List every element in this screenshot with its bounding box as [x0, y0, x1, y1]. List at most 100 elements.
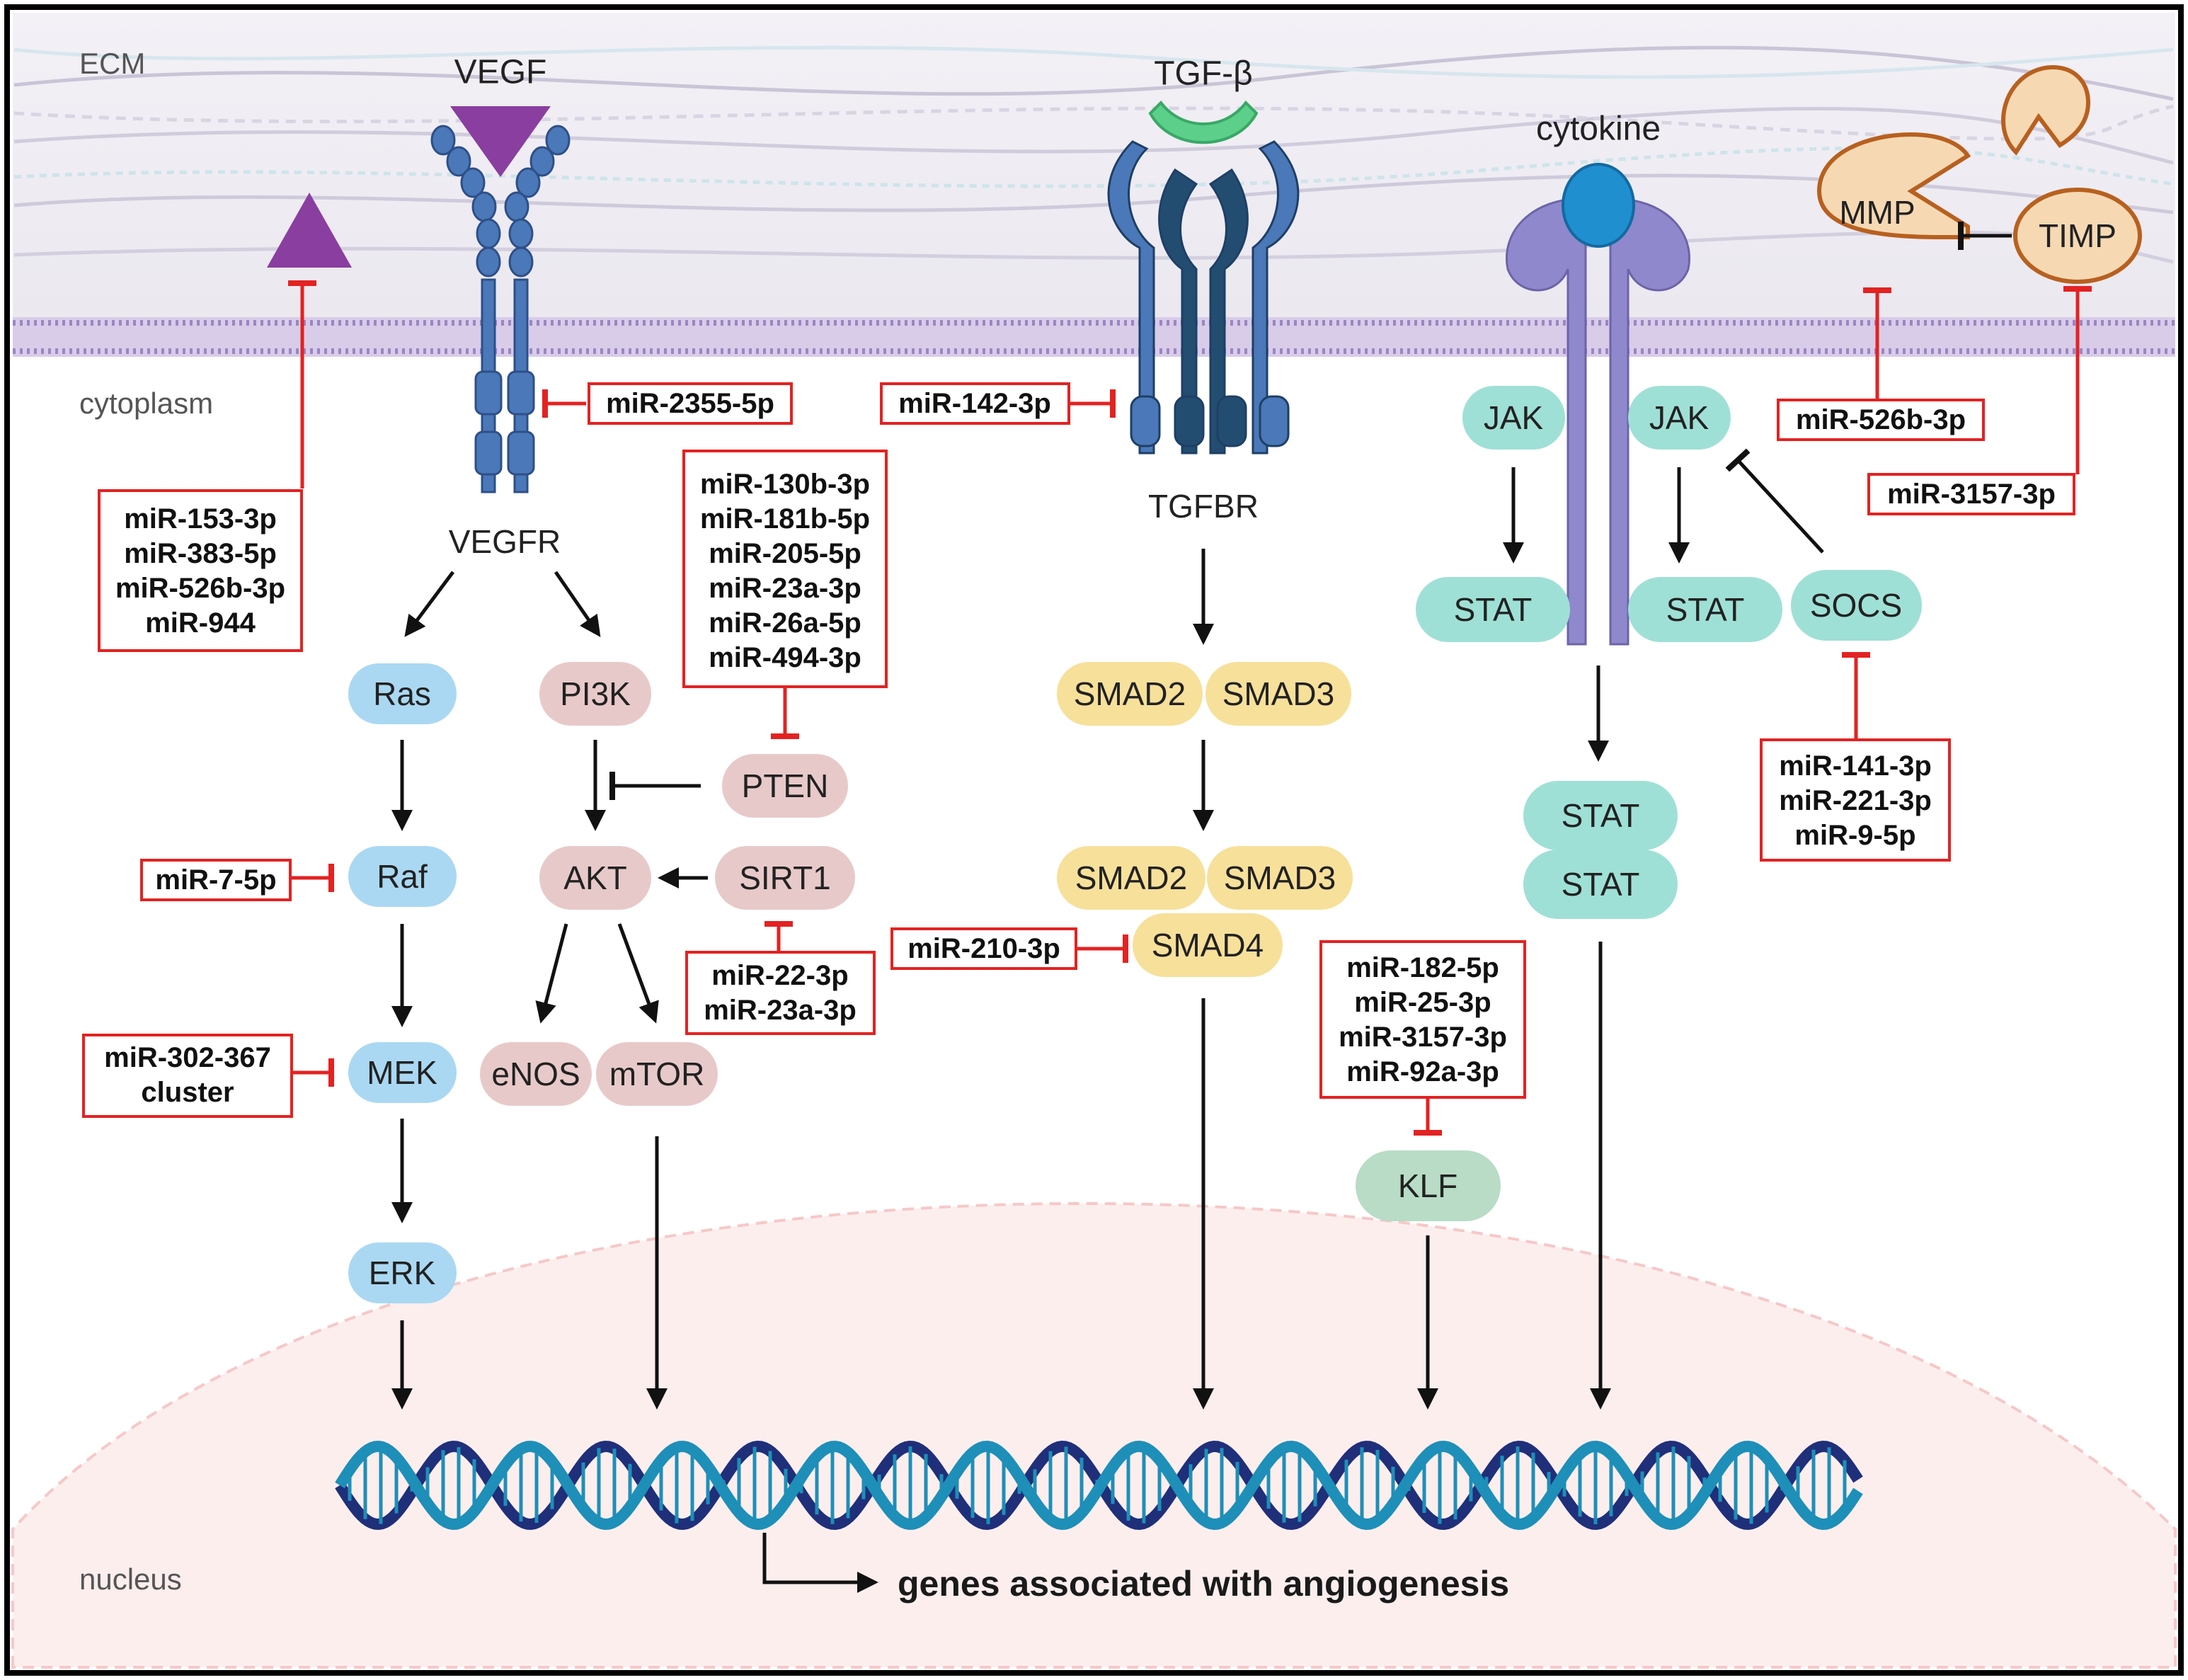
akt-label: AKT — [563, 859, 626, 896]
timp-label: TIMP — [2039, 217, 2117, 254]
mirna-label: miR-3157-3p — [1887, 479, 2056, 510]
erk-node — [348, 1242, 457, 1303]
ras-node — [348, 663, 457, 724]
mmp-fragment-icon — [2000, 64, 2091, 156]
mirna-label: miR-92a-3p — [1346, 1056, 1499, 1087]
socs-jak-inhibition — [1725, 448, 1824, 554]
vegf-label: VEGF — [454, 54, 547, 91]
cytokine-label: cytokine — [1536, 110, 1661, 148]
vegf-pathway-arrows — [391, 571, 708, 1410]
vegfr-label: VEGFR — [449, 523, 561, 560]
mirna-label: miR-302-367 — [104, 1042, 271, 1073]
smad2-top-node — [1057, 662, 1203, 726]
enos-label: eNOS — [491, 1056, 580, 1092]
stat-right-label: STAT — [1666, 591, 1745, 628]
mirna-box-smad4: miR-210-3p — [890, 927, 1077, 970]
mirna-label: miR-383-5p — [124, 538, 277, 569]
mek-node — [348, 1042, 457, 1103]
mirna-label: miR-130b-3p — [700, 469, 870, 500]
stat-left-node — [1416, 577, 1570, 642]
pi3k-label: PI3K — [560, 675, 631, 712]
mirna-box-mmp: miR-526b-3p — [1777, 399, 1985, 441]
jak-right-label: JAK — [1649, 399, 1709, 436]
klf-node — [1356, 1150, 1501, 1221]
ecm-label: ECM — [79, 47, 145, 80]
jak-stat-arrows — [1503, 467, 1690, 1410]
stat-dimer-top-node — [1523, 781, 1678, 850]
tgfbr-receptor-icon — [1107, 140, 1300, 455]
smad4-label: SMAD4 — [1152, 927, 1264, 964]
sirt1-label: SIRT1 — [739, 859, 831, 896]
mirna-label: miR-153-3p — [124, 503, 277, 535]
mirna-box-tgfbr: miR-142-3p — [880, 382, 1070, 425]
stat-left-label: STAT — [1454, 591, 1533, 628]
sirt1-node — [715, 846, 855, 910]
mirna-label: miR-2355-5p — [606, 388, 774, 419]
mirna-box-pten: miR-130b-3p miR-181b-5p miR-205-5p miR-2… — [682, 450, 888, 688]
erk-label: ERK — [369, 1255, 436, 1291]
ras-label: Ras — [373, 675, 431, 712]
pten-node — [722, 754, 848, 818]
cytokine-receptor-icon — [1506, 163, 1690, 646]
mirna-label: miR-205-5p — [709, 538, 861, 569]
nucleus-label: nucleus — [79, 1562, 182, 1596]
mtor-label: mTOR — [609, 1056, 705, 1092]
tgfb-ligand-icon — [1148, 100, 1259, 144]
mirna-label: miR-142-3p — [898, 388, 1051, 419]
mirna-box-raf: miR-7-5p — [140, 859, 292, 901]
vegfr-receptor-icon — [430, 125, 571, 493]
socs-label: SOCS — [1810, 587, 1902, 624]
mirna-label: miR-26a-5p — [709, 607, 861, 639]
mtor-node — [596, 1042, 718, 1106]
stat-right-node — [1628, 577, 1782, 642]
smad2-top-label: SMAD2 — [1074, 675, 1186, 712]
mirna-label: miR-181b-5p — [700, 503, 870, 535]
akt-node — [539, 846, 651, 910]
mirna-box-sirt1: miR-22-3p miR-23a-3p — [685, 951, 876, 1035]
mirna-box-socs: miR-141-3p miR-221-3p miR-9-5p — [1760, 738, 1951, 862]
stat-dimer-top-label: STAT — [1562, 797, 1640, 834]
mirna-label: miR-25-3p — [1354, 987, 1491, 1018]
smad3-top-label: SMAD3 — [1222, 675, 1334, 712]
pi3k-node — [539, 662, 651, 726]
smad2-bottom-label: SMAD2 — [1075, 859, 1187, 896]
mirna-box-timp: miR-3157-3p — [1867, 473, 2075, 515]
raf-node — [348, 846, 457, 907]
mirna-label: miR-23a-3p — [709, 573, 861, 604]
stat-dimer-bottom-node — [1523, 850, 1678, 919]
mirna-label: miR-7-5p — [155, 864, 276, 896]
jak-right-node — [1628, 386, 1731, 450]
mirna-label: miR-221-3p — [1779, 785, 1932, 816]
mirna-label: miR-22-3p — [711, 960, 848, 991]
nucleus-region — [11, 1201, 2177, 1669]
smad4-node — [1133, 913, 1283, 977]
mirna-box-mek: miR-302-367 cluster — [82, 1034, 293, 1118]
mirna-box-klf: miR-182-5p miR-25-3p miR-3157-3p miR-92a… — [1319, 940, 1526, 1099]
vegf-ligand-icon — [450, 106, 551, 177]
mirna-label: miR-141-3p — [1779, 750, 1932, 782]
enos-node — [480, 1042, 592, 1106]
mirna-label: miR-526b-3p — [1796, 404, 1966, 435]
pten-label: PTEN — [742, 767, 829, 804]
mirna-label: miR-3157-3p — [1339, 1022, 1507, 1053]
tgfbr-label: TGFBR — [1148, 488, 1259, 525]
jak-left-label: JAK — [1484, 399, 1544, 436]
mirna-label: miR-23a-3p — [704, 995, 857, 1026]
gene-output-arrow — [762, 1533, 878, 1593]
smad3-top-node — [1205, 662, 1351, 726]
mirna-label: miR-494-3p — [709, 642, 861, 673]
raf-label: Raf — [377, 858, 428, 895]
free-vegf-ligand-icon — [267, 193, 352, 268]
mmp-label: MMP — [1839, 194, 1915, 231]
smad3-bottom-label: SMAD3 — [1224, 859, 1336, 896]
mirna-inhibition-lines — [288, 280, 2092, 1136]
mirna-label: cluster — [141, 1077, 234, 1108]
mirna-box-vegfr: miR-2355-5p — [588, 382, 793, 425]
smad3-bottom-node — [1207, 846, 1353, 910]
mirna-label: miR-526b-3p — [115, 573, 285, 604]
ecm-region — [13, 13, 2175, 317]
mirna-label: miR-944 — [145, 607, 256, 639]
mirna-label: miR-182-5p — [1346, 952, 1499, 983]
socs-node — [1791, 570, 1922, 641]
dna-helix-icon — [335, 1440, 1863, 1531]
